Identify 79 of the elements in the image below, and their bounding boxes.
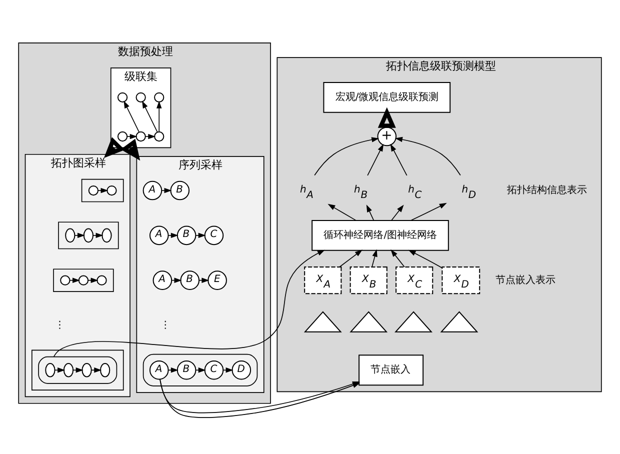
arrow (367, 144, 384, 176)
arrow (124, 100, 140, 133)
node-ellipse (83, 228, 94, 243)
node-circle (154, 131, 164, 142)
arrow (126, 134, 138, 140)
node-ellipse (102, 228, 112, 243)
node-circle (88, 185, 98, 196)
arrow (74, 232, 85, 238)
node-circle: D (232, 360, 252, 380)
node-ellipse (45, 362, 56, 378)
node-triangle (350, 311, 388, 332)
node-circle: C (204, 360, 224, 380)
cluster (53, 268, 114, 292)
node-triangle (304, 311, 342, 332)
cluster (81, 178, 124, 202)
node-circle (136, 92, 146, 102)
node-ellipse (82, 362, 92, 378)
arrow (410, 202, 447, 221)
node-box: 循环神经网络/图神经网络 (312, 220, 449, 251)
cluster: 级联集 (110, 68, 172, 148)
cluster (32, 350, 124, 390)
node-triangle (440, 311, 478, 332)
arrow (366, 204, 374, 221)
node-circle: A (152, 270, 172, 290)
label: ⋮ (54, 320, 65, 331)
node-circle: A (149, 360, 169, 380)
arrow (394, 136, 461, 176)
arrow (390, 249, 405, 268)
arrow (92, 232, 104, 238)
arrow (195, 367, 206, 373)
arrow (161, 188, 172, 194)
node-circle: B (180, 270, 200, 290)
arrow (54, 367, 66, 373)
arrow (98, 188, 108, 194)
cluster (142, 354, 258, 386)
node-circle: B (176, 360, 196, 380)
node-circle: C (204, 226, 224, 246)
node-circle (117, 92, 128, 102)
arrow (328, 204, 356, 221)
arrow (142, 100, 158, 133)
arrow (144, 134, 156, 140)
arrow (53, 250, 325, 358)
node-circle: B (176, 226, 196, 246)
node-circle (117, 131, 128, 142)
node-circle (106, 185, 117, 196)
node-circle: A (149, 226, 169, 246)
arrow (90, 367, 102, 373)
node-circle (136, 131, 146, 142)
arrow (372, 249, 378, 268)
label: 拓扑结构信息表示 (507, 185, 588, 196)
arrow (168, 232, 178, 238)
node-circle (78, 275, 89, 286)
cluster (58, 222, 119, 250)
arrow (104, 137, 125, 158)
arrow (156, 100, 162, 132)
cluster (38, 356, 118, 384)
arrow (339, 250, 362, 268)
arrow (120, 138, 140, 161)
arrow (390, 144, 408, 176)
arrow (222, 367, 234, 373)
label: ⋮ (160, 320, 170, 331)
arrow (72, 367, 84, 373)
node-circle (60, 275, 70, 286)
arrow (195, 232, 206, 238)
node-box: 宏观/微观信息级联预测 (323, 82, 451, 113)
node-ellipse (63, 362, 74, 378)
node-circle (154, 92, 164, 102)
node-ellipse (100, 362, 110, 378)
arrow (168, 367, 178, 373)
arrow (314, 137, 380, 176)
node-box: 节点嵌入 (358, 354, 424, 386)
arrow (390, 204, 404, 221)
node-circle (96, 275, 107, 286)
node-ellipse (65, 228, 76, 243)
label: 节点嵌入表示 (495, 274, 556, 286)
node-circle: B (170, 180, 190, 200)
node-circle: E (208, 270, 227, 290)
node-triangle (394, 311, 432, 332)
node-circle: A (142, 180, 162, 200)
